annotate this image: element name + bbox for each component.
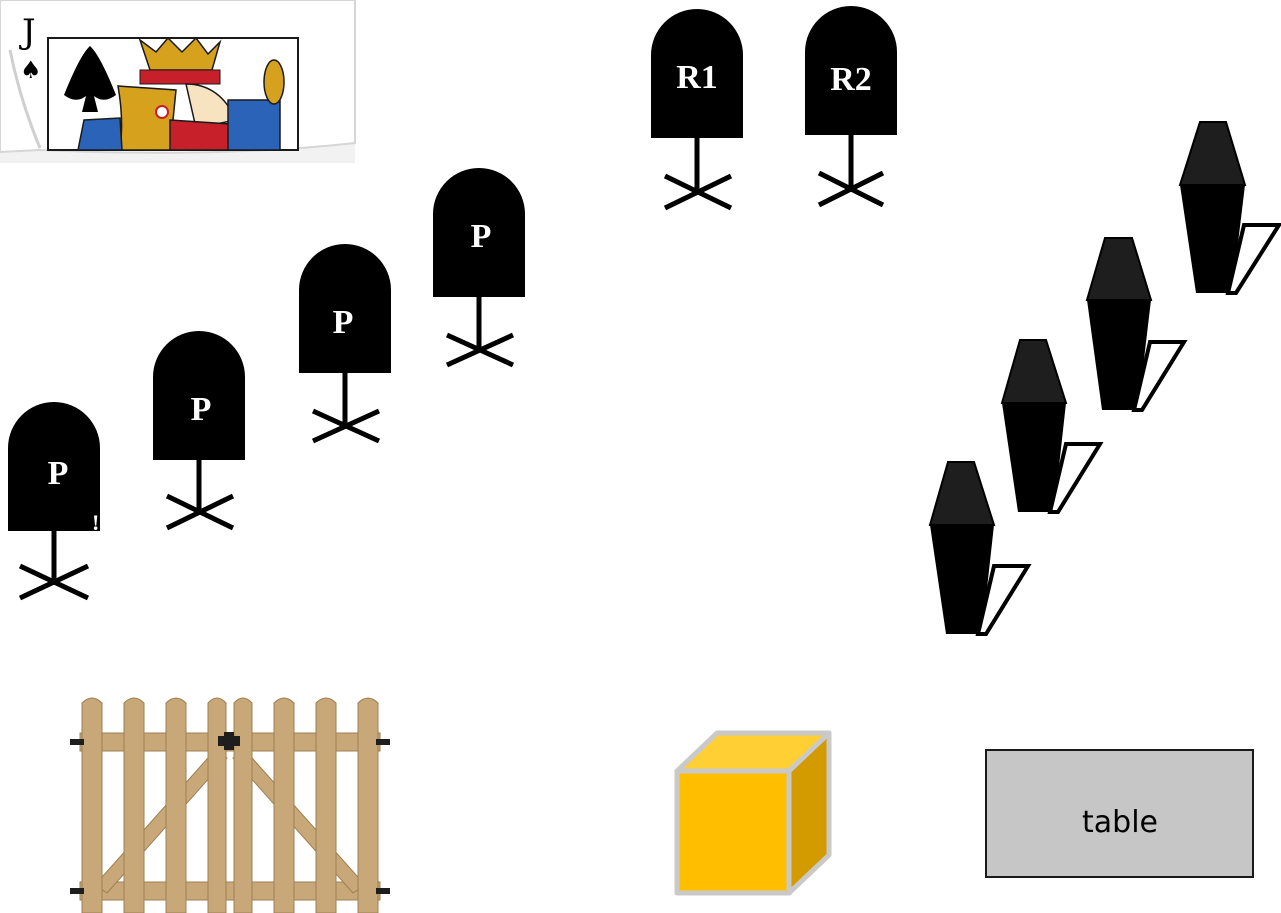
table-label: table <box>1082 805 1158 840</box>
person-3: P <box>299 244 391 444</box>
spade-icon <box>64 46 116 112</box>
person-4-label: P <box>471 218 492 255</box>
person-4: P <box>433 168 525 368</box>
chair-4 <box>1178 121 1281 295</box>
person-2-label: P <box>191 391 212 428</box>
jack-of-spades-card: J ♠ <box>0 0 356 163</box>
stray-mark: ! <box>92 510 99 535</box>
robot-r2-label: R2 <box>830 61 872 98</box>
yellow-cube <box>674 730 832 896</box>
fence-gate <box>70 697 390 913</box>
card-suit-small: ♠ <box>20 56 42 84</box>
latch-icon <box>218 732 240 750</box>
chair-1 <box>928 461 1032 636</box>
person-1-label: P <box>48 455 69 492</box>
robot-r1: R1 <box>651 9 743 211</box>
person-1: P ! <box>8 402 100 601</box>
person-2: P <box>153 331 245 531</box>
chair-2 <box>1000 339 1104 514</box>
chair-3 <box>1085 237 1188 412</box>
card-rank: J <box>19 12 36 52</box>
table-box: table <box>985 749 1254 878</box>
person-3-label: P <box>333 304 354 341</box>
robot-r1-label: R1 <box>676 59 718 96</box>
jack-face-art <box>47 36 299 151</box>
robot-r2: R2 <box>805 6 897 208</box>
